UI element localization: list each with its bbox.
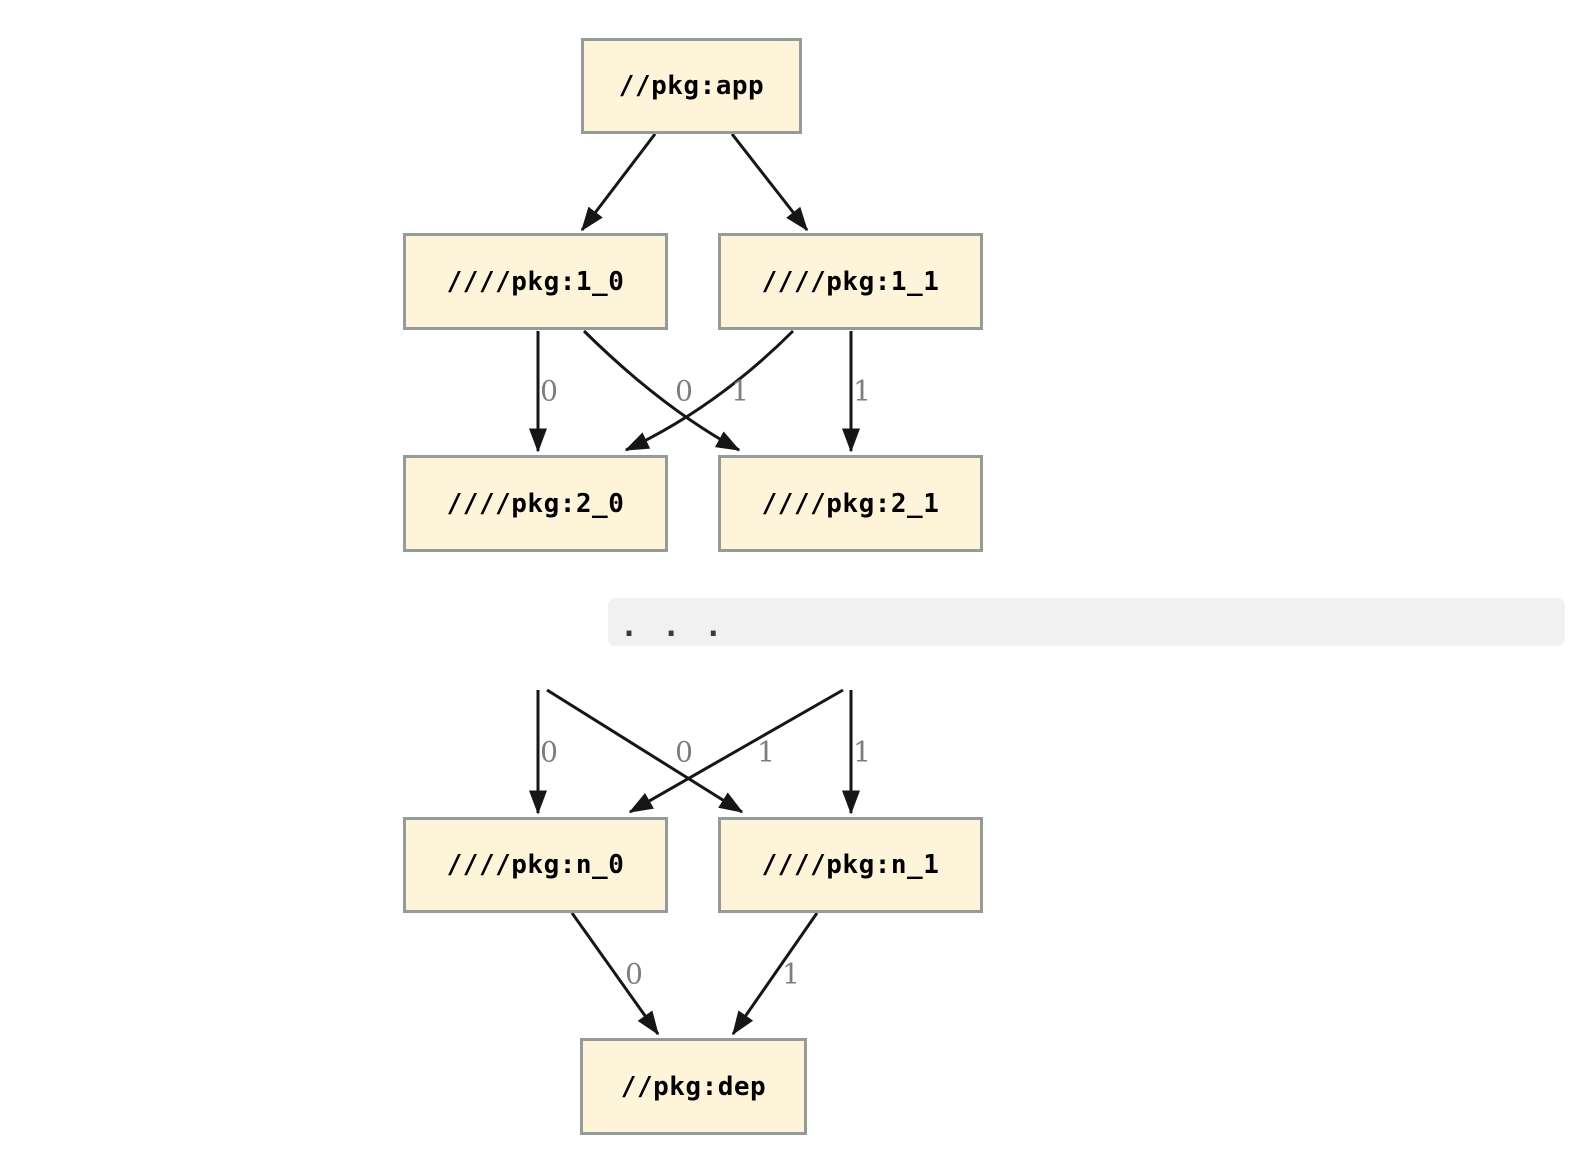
edge-prev-right-to-n-0 <box>628 688 844 814</box>
node-pkg-n-0-label: ////pkg:n_0 <box>446 850 625 880</box>
edge-label-1-0-to-2-0: 0 <box>540 374 558 408</box>
edge-label-prev-left-to-n-0: 0 <box>540 735 558 769</box>
edge-prev-left-to-n-1 <box>546 688 744 814</box>
node-pkg-2-1: ////pkg:2_1 <box>718 455 983 552</box>
node-pkg-2-1-label: ////pkg:2_1 <box>761 488 940 519</box>
edge-app-to-1-1 <box>730 133 809 232</box>
node-pkg-2-0: ////pkg:2_0 <box>403 455 668 552</box>
edge-n-0-to-dep <box>570 912 660 1036</box>
node-pkg-n-1: ////pkg:n_1 <box>718 817 983 913</box>
edge-1-0-to-2-1 <box>582 329 741 452</box>
node-pkg-app: //pkg:app <box>581 38 802 134</box>
edge-label-prev-right-to-n-1: 1 <box>853 735 871 769</box>
node-pkg-dep: //pkg:dep <box>580 1038 807 1135</box>
node-pkg-1-1: ////pkg:1_1 <box>718 233 983 330</box>
continuation-band: . . . <box>608 598 1565 646</box>
node-pkg-2-0-label: ////pkg:2_0 <box>446 488 625 519</box>
edge-label-1-1-to-2-1: 1 <box>853 374 871 408</box>
node-pkg-n-0: ////pkg:n_0 <box>403 817 668 913</box>
node-pkg-1-0: ////pkg:1_0 <box>403 233 668 330</box>
node-pkg-1-1-label: ////pkg:1_1 <box>761 266 940 297</box>
node-pkg-1-0-label: ////pkg:1_0 <box>446 266 625 297</box>
edge-label-n-1-to-dep: 1 <box>782 957 800 991</box>
edge-1-1-to-2-0 <box>624 329 795 452</box>
edge-label-1-1-to-2-0: 0 <box>675 374 693 408</box>
edge-label-1-0-to-2-1: 1 <box>731 374 749 408</box>
node-pkg-app-label: //pkg:app <box>618 71 765 101</box>
edge-app-to-1-0 <box>580 133 657 232</box>
edge-label-prev-left-to-n-1: 1 <box>757 735 775 769</box>
edge-n-1-to-dep <box>731 912 819 1036</box>
node-pkg-dep-label: //pkg:dep <box>620 1071 767 1102</box>
node-pkg-n-1-label: ////pkg:n_1 <box>761 850 940 880</box>
ellipsis-dots: . . . <box>620 609 726 644</box>
edge-label-prev-right-to-n-0: 0 <box>675 735 693 769</box>
edge-label-n-0-to-dep: 0 <box>625 957 643 991</box>
